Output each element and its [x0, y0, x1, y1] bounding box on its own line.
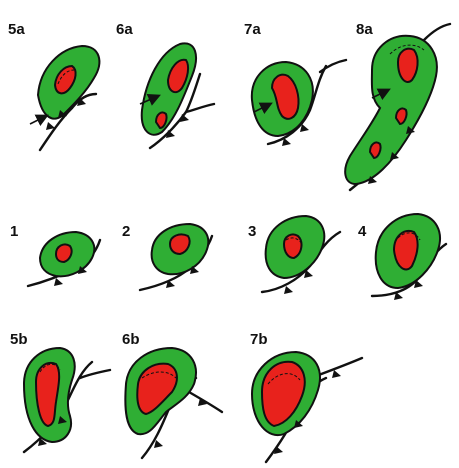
- outer-region: [345, 36, 437, 184]
- front-triangle: [154, 440, 163, 448]
- panel-label-7b: 7b: [250, 331, 268, 348]
- front-triangle: [284, 286, 293, 294]
- panel-label-8a: 8a: [356, 21, 373, 38]
- panel-label-5b: 5b: [10, 331, 28, 348]
- panel-label-2: 2: [122, 223, 130, 240]
- core-region: [170, 234, 190, 254]
- core-region: [370, 142, 381, 158]
- core-region: [398, 49, 418, 82]
- front-line: [424, 24, 450, 40]
- panel-5a: 5a: [8, 21, 99, 150]
- panel-8a: 8a: [345, 21, 450, 190]
- panel-5b: 5b: [10, 331, 110, 452]
- panel-label-7a: 7a: [244, 21, 261, 38]
- panel-7a: 7a: [244, 21, 346, 146]
- panel-label-1: 1: [10, 223, 18, 240]
- panel-2: 2: [122, 223, 212, 290]
- panel-1: 1: [10, 223, 100, 286]
- panel-6a: 6a: [116, 21, 214, 148]
- panel-label-6b: 6b: [122, 331, 140, 348]
- core-region: [56, 244, 72, 262]
- core-region: [394, 231, 418, 270]
- core-region: [156, 112, 167, 128]
- panel-3: 3: [248, 216, 340, 294]
- panel-label-6a: 6a: [116, 21, 133, 38]
- front-line: [316, 358, 362, 376]
- core-region: [396, 108, 407, 124]
- outer-region: [142, 43, 196, 134]
- panel-4: 4: [358, 214, 446, 300]
- panel-6b: 6b: [122, 331, 222, 458]
- panel-label-5a: 5a: [8, 21, 25, 38]
- flow-arrow-icon: [30, 116, 46, 124]
- front-triangle: [332, 370, 341, 378]
- panel-7b: 7b: [250, 331, 362, 462]
- panel-label-3: 3: [248, 223, 256, 240]
- front-line: [320, 60, 346, 72]
- panel-label-4: 4: [358, 223, 367, 240]
- front-triangle: [54, 278, 63, 286]
